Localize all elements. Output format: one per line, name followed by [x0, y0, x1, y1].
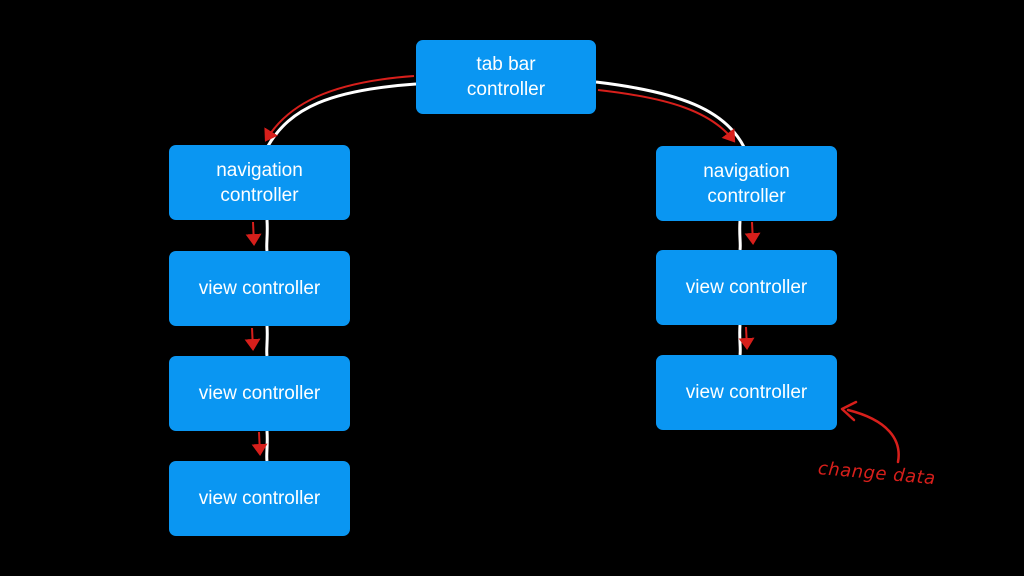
flow-arrow-tabbar-to-nav-left [264, 75, 415, 142]
view-controller-left-2-node: view controller [169, 356, 350, 431]
navigation-controller-left-node: navigation controller [169, 145, 350, 220]
tab-bar-controller-node: tab bar controller [416, 40, 596, 114]
view-controller-right-1-node: view controller [656, 250, 837, 325]
flow-arrow-tabbar-to-nav-right [597, 89, 736, 143]
annotation-arrow [846, 408, 900, 464]
flow-arrow-nav-left-to-vc [245, 221, 262, 246]
navigation-controller-right-node: navigation controller [656, 146, 837, 221]
annotation-arrow-head [840, 400, 858, 422]
flow-arrow-vc-right-1-to-vc-right-2 [738, 326, 755, 350]
view-controller-right-2-node: view controller [656, 355, 837, 430]
view-controller-left-3-node: view controller [169, 461, 350, 536]
hierarchy-line-tabbar-to-nav-left [266, 82, 417, 147]
hierarchy-line-tabbar-to-nav-right [595, 80, 746, 148]
flow-arrow-nav-right-to-vc [744, 221, 761, 245]
view-controller-left-1-node: view controller [169, 251, 350, 326]
flow-arrow-vc-left-1-to-vc-left-2 [244, 327, 261, 351]
flow-arrow-vc-left-2-to-vc-left-3 [251, 431, 268, 456]
